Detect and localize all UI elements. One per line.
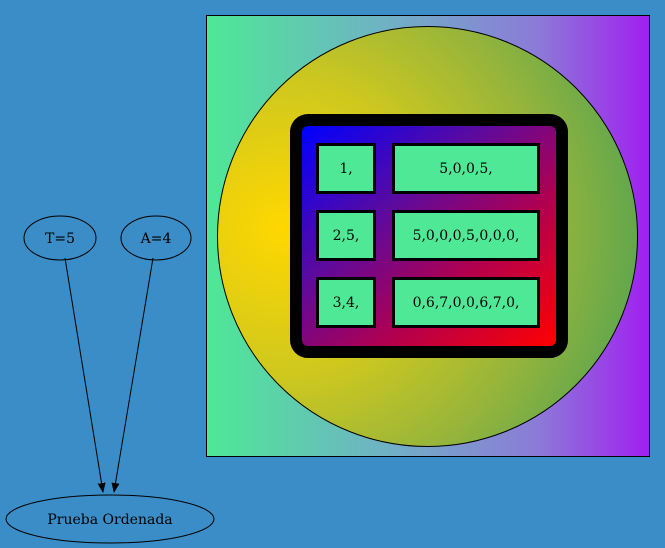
table-cell-values-1: 5,0,0,5, <box>392 143 540 194</box>
node-t-ellipse <box>23 215 97 261</box>
edge-a-to-prueba <box>111 257 154 493</box>
node-t-label: T=5 <box>45 231 75 247</box>
node-prueba-label: Prueba Ordenada <box>47 512 172 528</box>
record-table: 1, 5,0,0,5, 2,5, 5,0,0,0,5,0,0,0, 3,4, 0… <box>290 114 568 358</box>
table-cell-key-3: 3,4, <box>316 277 376 328</box>
node-a[interactable]: A=4 <box>120 215 192 261</box>
node-a-ellipse <box>120 215 192 261</box>
node-a-label: A=4 <box>140 231 172 247</box>
table-cell-values-3: 0,6,7,0,0,6,7,0, <box>392 277 540 328</box>
table-cell-key-2: 2,5, <box>316 210 376 261</box>
node-t[interactable]: T=5 <box>23 215 97 261</box>
edge-t-to-prueba <box>64 257 106 493</box>
record-node-circle: 1, 5,0,0,5, 2,5, 5,0,0,0,5,0,0,0, 3,4, 0… <box>217 26 638 447</box>
table-cell-values-2: 5,0,0,0,5,0,0,0, <box>392 210 540 261</box>
node-prueba-ellipse <box>5 494 215 544</box>
node-prueba-ordenada[interactable]: Prueba Ordenada <box>5 494 215 544</box>
record-node-panel[interactable]: 1, 5,0,0,5, 2,5, 5,0,0,0,5,0,0,0, 3,4, 0… <box>206 15 650 457</box>
table-cell-key-1: 1, <box>316 143 376 194</box>
